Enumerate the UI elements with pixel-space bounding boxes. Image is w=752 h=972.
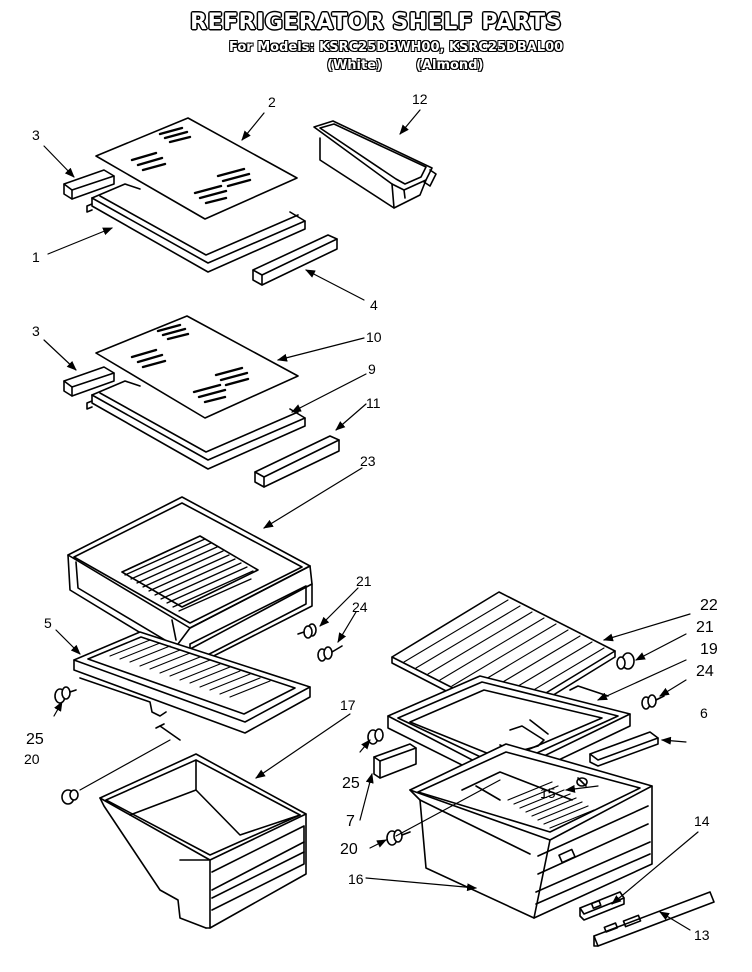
screw-15 (576, 777, 588, 787)
screw-24-left (317, 645, 343, 662)
shelf-frame-top (86, 183, 306, 273)
callout-14: 14 (694, 813, 710, 829)
drawer-front-trim (593, 891, 715, 947)
leader-line-20-left (79, 739, 171, 791)
trim-bracket (579, 891, 625, 921)
callout-25-left: 25 (26, 731, 44, 748)
page-title: REFRIGERATOR SHELF PARTS (190, 10, 562, 35)
callout-13: 13 (694, 927, 710, 943)
callout-23: 23 (360, 453, 376, 469)
callout-4: 4 (370, 297, 378, 313)
callout-12: 12 (412, 91, 428, 107)
screw-24-right (641, 694, 665, 710)
drawer-cover-frame-left (73, 631, 311, 741)
variant-white: (White) (327, 58, 382, 73)
models-line: For Models: KSRC25DBWH00, KSRC25DBAL00 (229, 40, 564, 55)
callout-24-left: 24 (352, 599, 368, 615)
roller-21-right (616, 652, 635, 670)
crisper-drawer-left (67, 496, 313, 671)
roller-20-right (386, 829, 411, 846)
callout-15: 15 (540, 785, 556, 801)
trim-left-top (63, 169, 115, 200)
callout-21-right: 21 (696, 619, 714, 636)
callout-16: 16 (348, 871, 364, 887)
callout-21-left: 21 (356, 573, 372, 589)
callout-22: 22 (700, 597, 718, 614)
callout-10: 10 (366, 329, 382, 345)
callout-11: 11 (366, 395, 381, 411)
pan-drawer-right (409, 743, 653, 919)
callout-5: 5 (44, 615, 52, 631)
glass-shelf-middle (95, 315, 299, 419)
callout-6: 6 (700, 705, 708, 721)
dairy-bin (313, 120, 437, 209)
leader-lines (43, 109, 699, 931)
callout-20-right: 20 (340, 841, 358, 858)
callout-7: 7 (346, 813, 355, 830)
trim-right-top (252, 234, 338, 286)
roller-25-right (367, 728, 384, 745)
callout-3-top: 3 (32, 127, 40, 143)
variant-almond: (Almond) (416, 58, 484, 73)
roller-25-left (54, 686, 77, 704)
roller-21-left (297, 623, 317, 639)
callout-17: 17 (340, 697, 356, 713)
callout-24-right: 24 (696, 663, 714, 680)
slide-rail-right (589, 731, 659, 767)
callout-2: 2 (268, 94, 276, 110)
pan-drawer-left (99, 753, 307, 929)
callout-1: 1 (32, 249, 40, 265)
shelf-frame-middle (86, 380, 306, 470)
trim-right-middle (254, 435, 340, 488)
glass-shelf-top (95, 117, 298, 220)
roller-20-left (61, 789, 79, 805)
callout-9: 9 (368, 361, 376, 377)
leader-line-20-right (395, 779, 501, 837)
drawer-cover-frame-right (387, 675, 631, 787)
trim-left-middle (63, 366, 115, 397)
callout-20-left: 20 (24, 751, 40, 767)
callout-19: 19 (700, 641, 718, 658)
callout-25-right: 25 (342, 775, 360, 792)
slide-rail-left (373, 743, 417, 779)
callout-3-middle: 3 (32, 323, 40, 339)
